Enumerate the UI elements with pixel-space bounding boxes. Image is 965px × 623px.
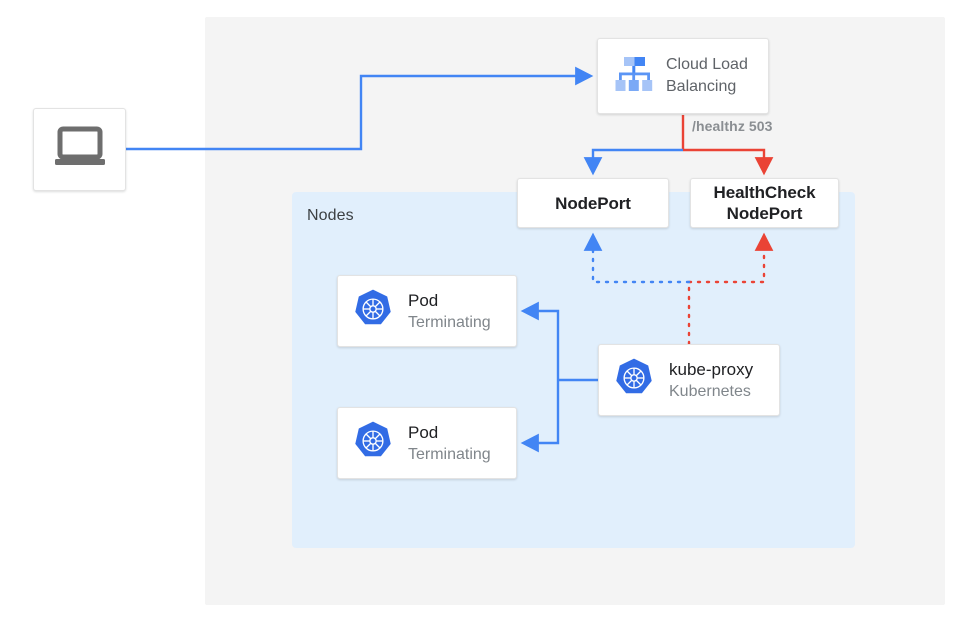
clb-label-line2: Balancing <box>666 78 737 95</box>
hc-label-line1: HealthCheck <box>713 183 816 202</box>
pod-1-title: Pod <box>408 290 439 310</box>
healthcheck-nodeport-label: HealthCheck NodePort <box>691 182 838 224</box>
pod-2-status: Terminating <box>408 445 491 463</box>
pod-2-text: Pod Terminating <box>408 421 491 466</box>
kube-proxy-node: kube-proxy Kubernetes <box>598 344 780 416</box>
pod-node-1: Pod Terminating <box>337 275 517 347</box>
client-node <box>33 108 126 191</box>
kubernetes-icon <box>352 420 394 467</box>
hc-label-line2: NodePort <box>726 204 803 223</box>
pod-node-2: Pod Terminating <box>337 407 517 479</box>
nodeport-label: NodePort <box>555 193 631 213</box>
nodes-panel-label: Nodes <box>307 207 354 224</box>
laptop-icon <box>53 126 107 173</box>
pod-1-status: Terminating <box>408 313 491 331</box>
kube-proxy-text: kube-proxy Kubernetes <box>669 358 753 403</box>
nodeport-node: NodePort <box>517 178 669 228</box>
pod-2-title: Pod <box>408 422 439 442</box>
cloud-load-balancing-icon <box>610 52 654 101</box>
kubernetes-icon <box>352 288 394 335</box>
kube-proxy-subtitle: Kubernetes <box>669 382 751 400</box>
healthcheck-nodeport-node: HealthCheck NodePort <box>690 178 839 228</box>
kubernetes-icon <box>613 357 655 404</box>
cloud-load-balancing-label: Cloud Load Balancing <box>666 54 748 98</box>
clb-label-line1: Cloud Load <box>666 56 748 73</box>
cloud-load-balancing-node: Cloud Load Balancing <box>597 38 769 114</box>
healthz-edge-label: /healthz 503 <box>692 118 773 134</box>
pod-1-text: Pod Terminating <box>408 289 491 334</box>
kube-proxy-title: kube-proxy <box>669 359 754 379</box>
